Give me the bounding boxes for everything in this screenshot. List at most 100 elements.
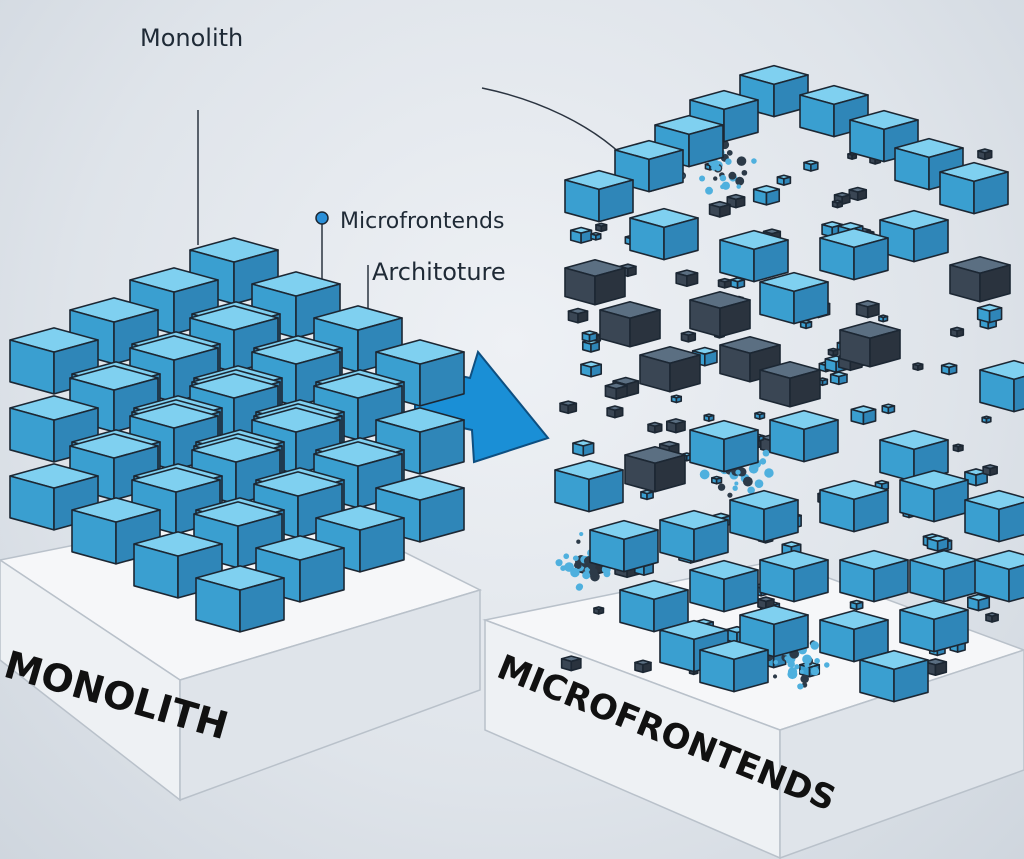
network-node [563,553,569,559]
microfrontend-cube [630,209,698,260]
microfrontend-cube [940,163,1008,214]
microfrontend-cube [720,231,788,282]
microfrontend-cube [820,229,888,280]
debris-cube [983,465,997,476]
monolith-cube [196,566,284,632]
debris-cube [953,444,963,451]
network-node [603,570,610,577]
microfrontend-cube [900,471,968,522]
network-node [811,667,819,675]
network-node [804,663,809,668]
callout-line-1: Microfrontends [340,209,504,234]
microfrontend-cube [625,447,685,492]
network-node [728,172,736,180]
microfrontend-cube [840,551,908,602]
debris-cube [968,594,989,610]
microfrontend-cube [565,260,625,305]
microfrontend-cube [690,421,758,472]
microfrontend-cube [965,491,1024,542]
network-node [800,675,809,684]
network-node [727,150,733,156]
microfrontend-cube [950,257,1010,302]
debris-cube [681,331,695,341]
debris-cube [719,279,731,288]
debris-cube [594,607,603,614]
network-node [727,493,732,498]
network-node [735,177,744,186]
microfrontend-cube [690,561,758,612]
debris-cube [672,395,682,402]
debris-cube [581,362,601,377]
debris-cube [828,348,838,355]
network-node [725,158,731,164]
microfrontend-cube [975,551,1024,602]
debris-cube [560,401,576,413]
debris-cube [676,270,697,286]
network-node [797,683,803,689]
microfrontend-cube [590,521,658,572]
debris-cube [573,440,594,456]
debris-cube [857,301,879,318]
microfrontend-cube [690,292,750,337]
debris-cube [777,175,790,185]
microfrontend-cube [820,611,888,662]
network-node [800,670,804,674]
debris-cube [667,419,685,433]
microfrontend-cube [860,651,928,702]
network-node [774,660,779,665]
network-node [794,664,799,669]
debris-cube [951,327,963,336]
debris-cube [605,383,627,399]
network-node [751,467,757,473]
network-node [743,477,753,487]
network-node [713,176,717,180]
network-node [570,568,579,577]
network-node [734,481,738,485]
network-node [715,165,721,171]
debris-cube [978,149,992,159]
network-node [705,187,713,195]
debris-cube [591,233,601,240]
microfrontend-cube [555,461,623,512]
microfrontend-cube [565,171,633,222]
debris-cube [882,404,894,413]
network-node [735,470,740,475]
network-node [573,556,578,561]
network-node [732,486,737,491]
network-node [582,571,590,579]
debris-cube [635,660,651,672]
microfrontend-cube [770,411,838,462]
network-node [590,572,600,582]
network-node [579,532,583,536]
debris-cube [849,187,866,200]
debris-cube [978,305,1002,323]
network-node [784,656,788,660]
top-caption: Monolith [140,24,243,52]
network-node [824,662,829,667]
network-node [725,182,729,186]
debris-cube [804,161,818,171]
network-node [763,450,770,457]
debris-cube [648,423,662,433]
debris-cube [571,227,592,243]
network-node [755,479,764,488]
microfrontend-cube [760,551,828,602]
debris-cube [704,414,713,421]
network-node [787,669,797,679]
network-node [699,175,705,181]
debris-cube [928,536,948,551]
network-node [576,584,583,591]
debris-cube [731,278,745,288]
debris-cube [607,406,623,418]
microfrontend-cube [910,551,978,602]
debris-cube [596,223,607,231]
debris-cube [710,202,730,217]
microfrontend-cube [760,273,828,324]
network-node [720,184,725,189]
debris-cube [754,186,780,205]
debris-cube [833,200,843,207]
node-dot-icon [316,212,328,224]
debris-cube [982,416,991,422]
network-node [764,468,773,477]
